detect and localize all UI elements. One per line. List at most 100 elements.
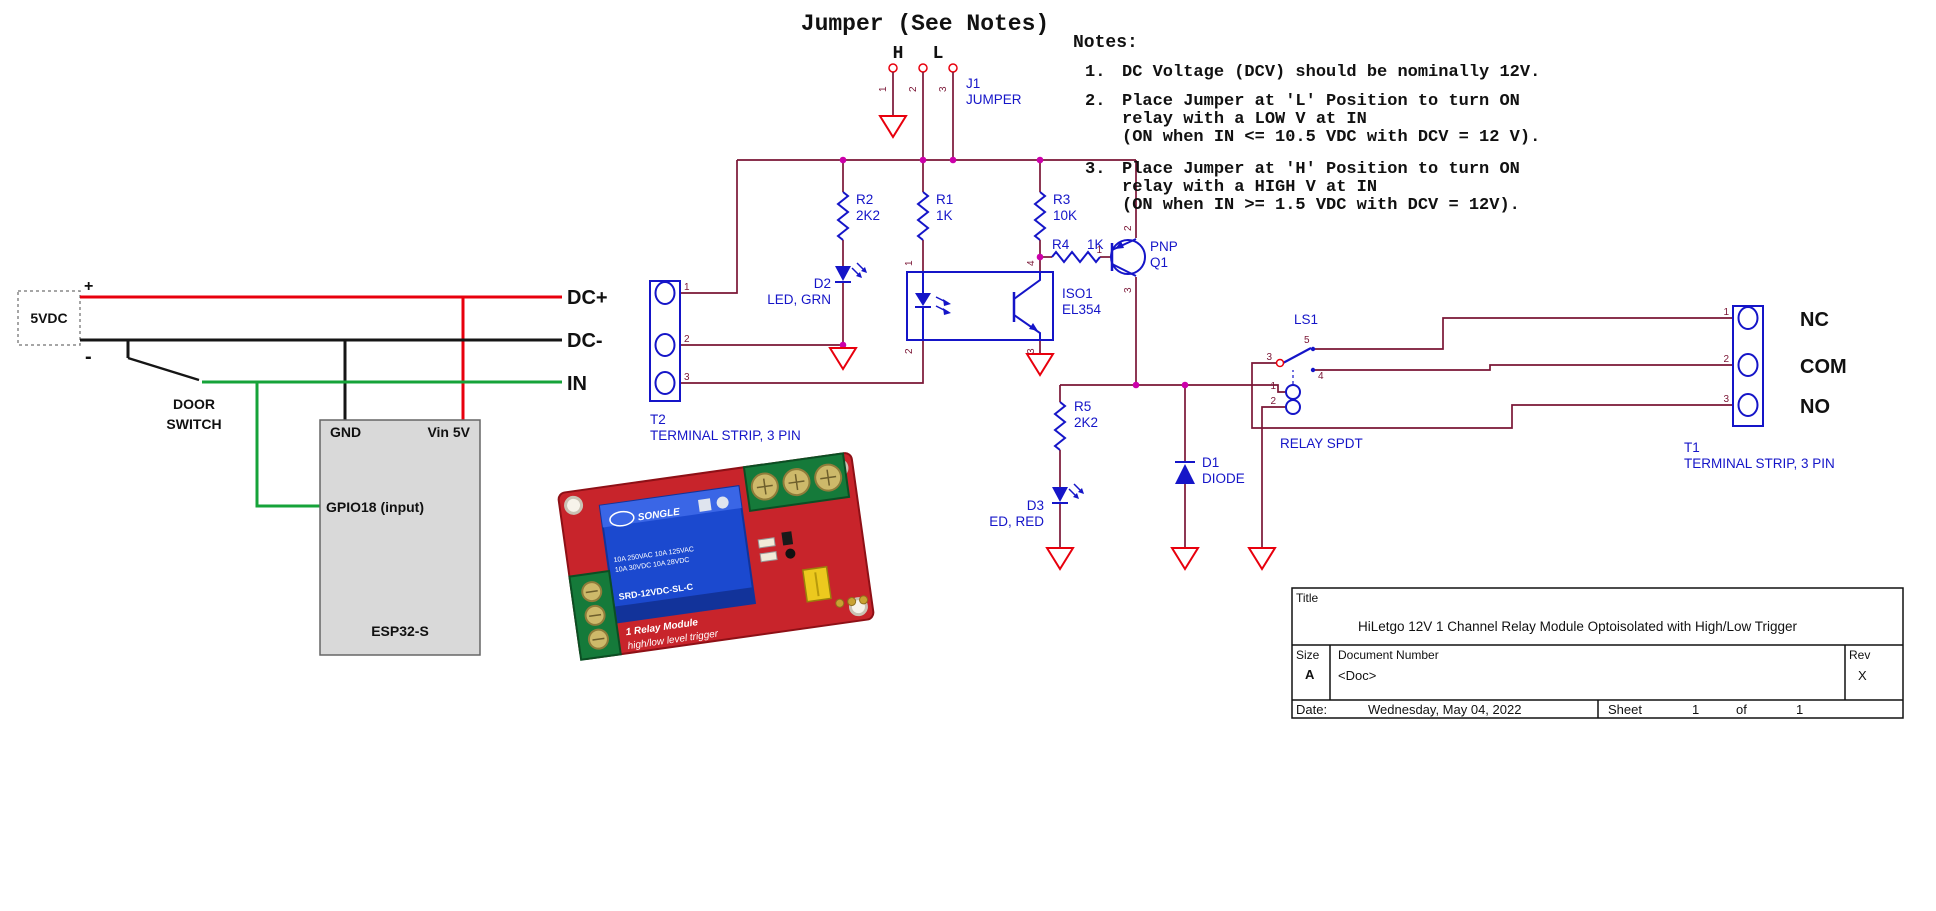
header-pin [859,595,869,605]
titleblock-rev: X [1858,668,1867,683]
svg-text:ED, RED: ED, RED [989,514,1044,529]
t2-pin2-num: 2 [684,334,690,345]
dc-minus-label: DC- [567,330,603,352]
q1-pin2-num: 2 [1123,225,1134,231]
transistor-q1: 1 2 3 PNP Q1 [1096,225,1177,293]
mounting-hole [564,495,584,515]
header-pin [835,598,845,608]
ground-symbols [828,115,1277,571]
ground-j1 [878,115,908,139]
title-block: Title HiLetgo 12V 1 Channel Relay Module… [1291,587,1904,719]
dc-plus-label: DC+ [567,287,608,309]
iso1-pin1-num: 1 [904,260,915,266]
q1-ref: Q1 [1150,255,1168,270]
minus-label: - [85,346,92,368]
j1-pin3-num: 3 [938,86,949,92]
terminal-strip-t2: 1 2 3 T2 TERMINAL STRIP, 3 PIN [649,280,801,443]
5vdc-label: 5VDC [30,310,67,326]
note-1-num: 1. [1085,63,1105,82]
ls1-pin5-num: 5 [1304,335,1310,346]
jumper-title: Jumper (See Notes) [801,11,1049,37]
jumper-j1: 1 2 3 J1 JUMPER [878,63,1022,192]
j1-pin1-num: 1 [878,86,889,92]
svg-text:2K2: 2K2 [1074,415,1098,430]
junction-dots [839,156,1189,389]
optocoupler-iso1: 1 2 4 3 ISO1 EL354 [904,260,1102,354]
titleblock-sheet: 1 [1692,702,1699,717]
relay-ls1: 3 5 4 1 2 LS1 RELAY SPDT [1266,312,1362,451]
titleblock-of: of [1736,702,1747,717]
note-2-line-2: relay with a LOW V at IN [1122,110,1367,129]
small-components [757,531,796,563]
relay-module-photo: SONGLE 10A 250VAC 10A 125VAC 10A 30VDC 1… [557,452,875,661]
titleblock-title: HiLetgo 12V 1 Channel Relay Module Optoi… [1358,619,1798,634]
j1-pin2-num: 2 [908,86,919,92]
resistor-r3: R3 10K [1033,191,1077,241]
t2-desc: TERMINAL STRIP, 3 PIN [650,428,801,443]
header-pin [847,597,857,607]
resistor-r2: R2 2K2 [836,191,880,241]
note-3-num: 3. [1085,160,1105,179]
power-source: 5VDC + - [17,278,93,368]
note-3-line-1: Place Jumper at 'H' Position to turn ON [1122,160,1520,179]
t1-pin1-num: 1 [1723,307,1729,318]
titleblock-doc-label: Document Number [1338,648,1439,662]
power-wires [80,295,562,508]
resistor-r4: R4 1K [1051,237,1104,264]
led-d2: D2 LED, GRN [767,262,867,307]
svg-text:10K: 10K [1053,208,1077,223]
notes-block: Notes: 1. DC Voltage (DCV) should be nom… [1073,33,1540,215]
j1-name: JUMPER [966,92,1022,107]
plus-label: + [84,278,93,295]
relay-body: SONGLE 10A 250VAC 10A 125VAC 10A 30VDC 1… [598,485,757,624]
resistor-r1: R1 1K [916,191,953,241]
svg-text:R5: R5 [1074,399,1091,414]
ground-coil [1247,547,1277,571]
ls1-desc: RELAY SPDT [1280,436,1363,451]
jumper-h-label: H [893,44,904,64]
titleblock-total: 1 [1796,702,1803,717]
gpio-wire [255,382,320,508]
titleblock-doc: <Doc> [1338,668,1376,683]
note-2-num: 2. [1085,92,1105,111]
door-switch-label-1: DOOR [173,396,215,412]
iso1-pin3-num: 3 [1026,348,1037,354]
jumper-l-label: L [933,44,944,64]
ls1-pin4-num: 4 [1318,371,1324,382]
iso1-pin4-num: 4 [1026,260,1037,266]
t1-ref: T1 [1684,440,1700,455]
ls1-ref: LS1 [1294,312,1318,327]
no-label: NO [1800,396,1830,418]
j1-pin2-circle [918,63,928,73]
titleblock-date: Wednesday, May 04, 2022 [1368,702,1521,717]
output-terminal-block [742,452,851,512]
svg-text:R2: R2 [856,192,873,207]
ls1-pin1-num: 1 [1270,381,1276,392]
esp32-gpio-label: GPIO18 (input) [326,499,424,515]
songle-logo-oval [609,510,635,527]
ls1-pin2-num: 2 [1270,396,1276,407]
svg-text:R3: R3 [1053,192,1070,207]
door-switch-blade [127,356,200,382]
t1-pin3-num: 3 [1723,394,1729,405]
diode-d1: D1 DIODE [1175,455,1245,486]
t1-pin2-num: 2 [1723,354,1729,365]
q1-type: PNP [1150,239,1178,254]
titleblock-size: A [1305,667,1315,682]
nc-label: NC [1800,309,1829,331]
t2-ref: T2 [650,412,666,427]
esp32-module: GND Vin 5V GPIO18 (input) ESP32-S [319,419,481,656]
esp32-vin-label: Vin 5V [427,424,470,440]
door-switch-label-2: SWITCH [166,416,221,432]
svg-text:R4: R4 [1052,237,1070,252]
titleblock-sheet-label: Sheet [1608,702,1642,717]
svg-text:1K: 1K [1087,237,1104,252]
t2-pin1-num: 1 [684,282,690,293]
titleblock-size-label: Size [1296,648,1320,662]
ground-d1 [1170,547,1200,571]
titleblock-rev-label: Rev [1849,648,1870,662]
titleblock-title-label: Title [1296,591,1319,605]
svg-text:LED, GRN: LED, GRN [767,292,831,307]
in-label: IN [567,373,587,395]
t2-pin3-num: 3 [684,372,690,383]
